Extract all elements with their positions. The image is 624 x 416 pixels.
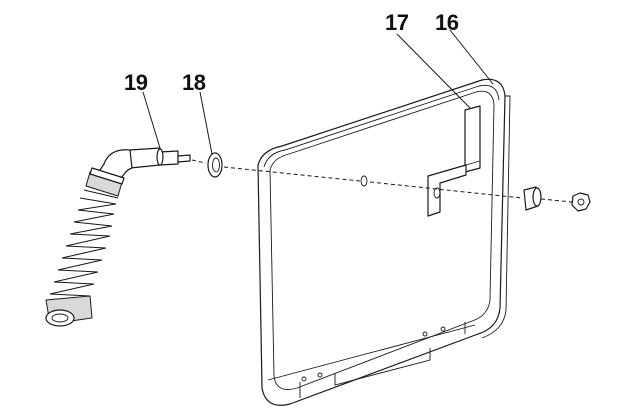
washer [207, 152, 223, 178]
cover-plate [257, 78, 511, 406]
callout-18: 18 [182, 70, 206, 95]
callout-17: 17 [385, 10, 409, 35]
leader-lines [142, 29, 494, 155]
hex-nut [571, 192, 591, 212]
callout-19: 19 [124, 70, 148, 95]
mounting-bracket [427, 105, 481, 217]
callout-16: 16 [435, 10, 459, 35]
spacer-bushing [523, 186, 542, 211]
assembly-axes [191, 159, 573, 203]
elbow-fitting-with-spring [45, 147, 191, 327]
